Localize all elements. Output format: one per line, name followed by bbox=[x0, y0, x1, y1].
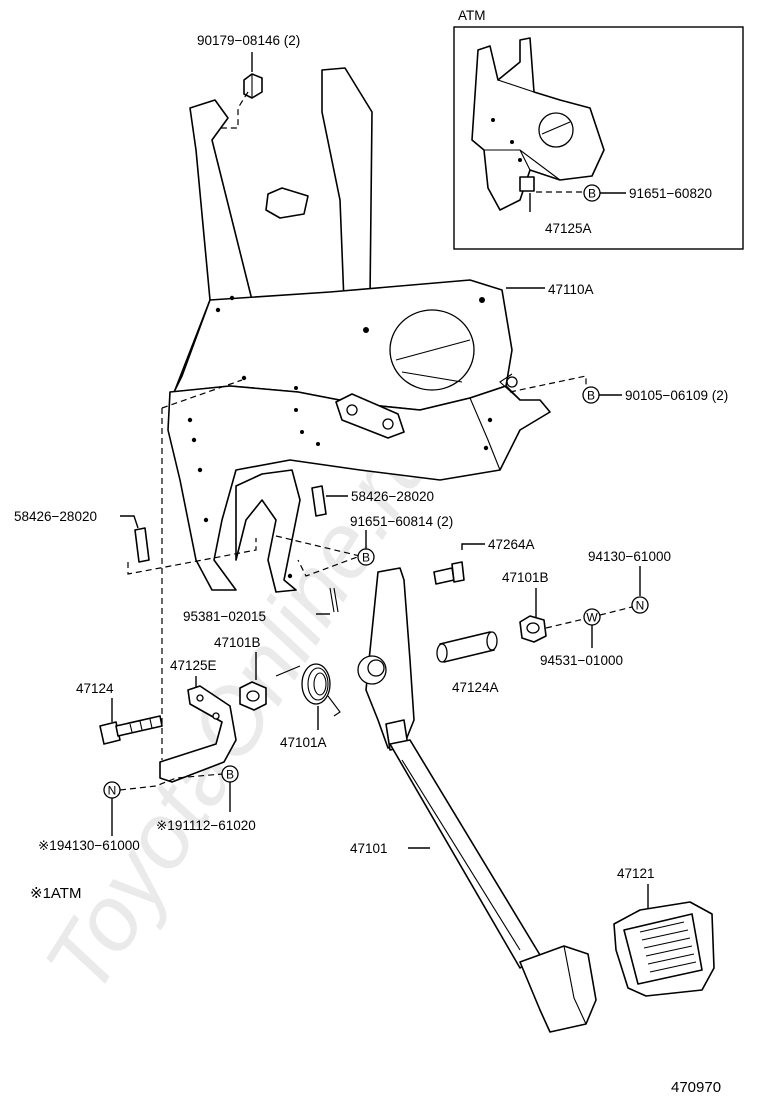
label-47101B-left: 47101B bbox=[214, 635, 261, 650]
label-47264A: 47264A bbox=[488, 537, 535, 552]
label-58426-28020-left: 58426−28020 bbox=[14, 509, 97, 524]
marker-n-left: N bbox=[103, 781, 121, 799]
pedal-foot bbox=[519, 945, 597, 1033]
label-90105-06109: 90105−06109 (2) bbox=[625, 388, 728, 403]
pin-center bbox=[311, 485, 327, 517]
label-47125E: 47125E bbox=[170, 658, 217, 673]
svg-text:B: B bbox=[587, 389, 595, 403]
svg-text:N: N bbox=[636, 599, 645, 613]
label-94130-61000-right: 94130−61000 bbox=[588, 549, 671, 564]
label-90179-08146: 90179−08146 (2) bbox=[197, 33, 300, 48]
label-47110A: 47110A bbox=[548, 282, 594, 297]
pedal-lever-47101 bbox=[357, 567, 541, 969]
diagram-number: 470970 bbox=[671, 1079, 721, 1096]
footnote: ※1ATM bbox=[30, 885, 81, 902]
label-58426-28020-center: 58426−28020 bbox=[351, 489, 434, 504]
inset-frame bbox=[453, 26, 744, 250]
label-95381-02015: 95381−02015 bbox=[183, 609, 266, 624]
inset-atm: ATM B 91651−60820 47125A bbox=[453, 8, 744, 250]
bolt-47124 bbox=[99, 715, 163, 745]
svg-text:N: N bbox=[108, 784, 117, 798]
label-194130-61000: ※194130−61000 bbox=[38, 838, 140, 853]
marker-n-right: N bbox=[631, 596, 649, 614]
label-47124A: 47124A bbox=[452, 680, 499, 695]
svg-text:B: B bbox=[362, 551, 370, 565]
spring-47101a bbox=[275, 663, 341, 717]
label-47125A: 47125A bbox=[545, 221, 592, 236]
bracket-47125e bbox=[159, 685, 237, 783]
svg-text:B: B bbox=[588, 187, 596, 201]
label-47101B-right: 47101B bbox=[502, 570, 549, 585]
svg-text:W: W bbox=[586, 611, 598, 625]
inset-title: ATM bbox=[458, 8, 486, 23]
pin-left bbox=[134, 527, 150, 563]
label-47101: 47101 bbox=[350, 841, 388, 856]
label-47121: 47121 bbox=[617, 866, 655, 881]
label-91651-60814: 91651−60814 (2) bbox=[350, 514, 453, 529]
cotter-pin bbox=[329, 587, 339, 613]
bolt-47264a bbox=[433, 561, 465, 585]
marker-b-center: B bbox=[357, 548, 375, 566]
nut-top bbox=[243, 73, 263, 99]
pedal-pad-47121 bbox=[613, 901, 715, 997]
label-47101A: 47101A bbox=[280, 735, 327, 750]
marker-w: W bbox=[583, 608, 601, 626]
bushing-47101b-right bbox=[519, 615, 547, 643]
marker-b-inset: B bbox=[583, 184, 601, 202]
marker-b-right: B bbox=[582, 386, 600, 404]
svg-text:B: B bbox=[226, 768, 234, 782]
label-91651-60820: 91651−60820 bbox=[629, 186, 712, 201]
label-47124: 47124 bbox=[76, 681, 114, 696]
inset-bracket-drawing bbox=[471, 37, 605, 211]
label-191112-61020: ※191112−61020 bbox=[156, 818, 256, 833]
pedal-support-bracket bbox=[167, 67, 551, 593]
label-94531-01000: 94531−01000 bbox=[540, 653, 623, 668]
collar-47124a bbox=[436, 631, 498, 663]
marker-b-left: B bbox=[221, 765, 239, 783]
bushing-47101b-left bbox=[239, 681, 267, 711]
